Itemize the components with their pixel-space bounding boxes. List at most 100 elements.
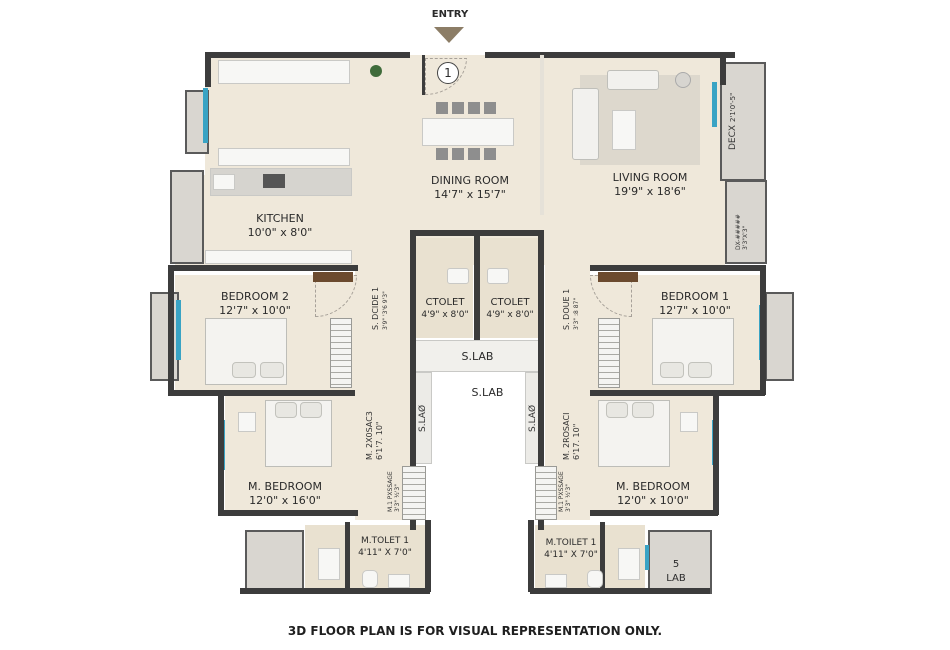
m-passage-right-label: M. 2ROSACI 6'17. 10" (562, 413, 582, 460)
passage-size: 3'3" ½'3" (394, 484, 401, 512)
kitchen-balcony (170, 170, 204, 264)
shower-tray (318, 548, 340, 580)
room-size: 12'0" x 16'0" (249, 494, 321, 507)
deck-small-balcony (725, 180, 767, 264)
armchair (680, 412, 698, 432)
deck-name: DECX (728, 124, 738, 150)
room-sub: LAB (666, 573, 686, 584)
corridor-name: S. DCIDE 1 (371, 286, 380, 330)
dining-chair (468, 102, 480, 114)
dining-chair (468, 148, 480, 160)
toilet-icon (362, 570, 378, 588)
m-passage-left-label: M. 2X0SAC3 6'1'7. 10" (365, 411, 385, 460)
living-rug (580, 75, 700, 165)
pillow (232, 362, 256, 378)
slab5-label: 5 LAB (656, 558, 696, 586)
room-name: KITCHEN (256, 212, 304, 225)
corridor-size: 3'9" '3'6 9'3" (382, 291, 389, 330)
wall (600, 522, 605, 592)
wall (590, 265, 765, 271)
pillow (660, 362, 684, 378)
wardrobe (330, 318, 352, 388)
room-size: 4'11" X 7'0" (544, 550, 598, 560)
dining-chair (484, 148, 496, 160)
passage-size: 3'3" ½'3" (565, 484, 572, 512)
plant-icon (370, 65, 382, 77)
slab-left-label: S.LAØ (418, 404, 428, 432)
stove-icon (263, 174, 285, 188)
passage-name: M.1 PXSSAGE (387, 471, 394, 512)
passage-size: 6'17. 10" (572, 423, 581, 460)
wall (240, 588, 430, 594)
wardrobe (598, 318, 620, 388)
disclaimer-text: 3D FLOOR PLAN IS FOR VISUAL REPRESENTATI… (287, 624, 663, 638)
m-passage-small-right-label: M.1 PXSSAGE 3'3" ½'3" (558, 471, 572, 512)
pillow (606, 402, 628, 418)
room-size: 4'9" x 8'0" (421, 310, 469, 320)
room-name: M.TOLET 1 (361, 536, 409, 546)
room-size: 19'9" x 18'6" (614, 185, 686, 198)
top-counter (218, 60, 350, 84)
room-size: 12'7" x 10'0" (659, 304, 731, 317)
passage-name: M. 2ROSACI (562, 412, 571, 460)
door (598, 272, 638, 282)
window (176, 300, 181, 360)
pillow (632, 402, 654, 418)
room-name: CTOLET (425, 297, 465, 308)
wall (168, 390, 355, 396)
slab-upper-area (415, 340, 542, 372)
sink-icon (545, 574, 567, 588)
sofa (572, 88, 599, 160)
s-doue-right-label: S. DOUE 1 3'3" :8 87" (562, 289, 582, 330)
wardrobe (402, 466, 426, 520)
window (645, 545, 649, 570)
room-size: 4'11" X 7'0" (358, 548, 412, 558)
wall (538, 230, 544, 530)
m-passage-small-left-label: M.1 PXSSAGE 3'3" ½'3" (387, 471, 401, 512)
wall (540, 55, 544, 215)
toilet-icon (587, 570, 603, 588)
door (313, 272, 353, 282)
deck-small-label: DX-##### 3'3"X'3" (735, 214, 749, 250)
mbedroom-left-label: M. BEDROOM 12'0" x 16'0" (230, 480, 340, 508)
room-size: 14'7" x 15'7" (434, 188, 506, 201)
slab-center-label: S.LAB (471, 386, 504, 399)
wall (485, 52, 735, 58)
s-dcide-left-label: S. DCIDE 1 3'9" '3'6 9'3" (371, 287, 391, 330)
sink-icon (213, 174, 235, 190)
sink-icon (388, 574, 410, 588)
room-name: M.TOILET 1 (545, 538, 597, 548)
armchair (238, 412, 256, 432)
wall (590, 390, 765, 396)
room-size: 12'7" x 10'0" (219, 304, 291, 317)
window (712, 82, 717, 127)
mtoilet-left-label: M.TOLET 1 4'11" X 7'0" (350, 535, 420, 559)
room-size: 4'9" x 8'0" (486, 310, 534, 320)
room-name: M. BEDROOM (616, 480, 690, 493)
ctoilet-left-label: CTOLET 4'9" x 8'0" (415, 296, 475, 322)
room-name: DINING ROOM (431, 174, 509, 187)
wall (590, 510, 718, 516)
entry-marker-number: 1 (437, 62, 459, 84)
wall (530, 588, 710, 594)
passage-size: 6'1'7. 10" (375, 421, 384, 460)
living-room-label: LIVING ROOM 19'9" x 18'6" (590, 171, 710, 199)
toilet-icon (447, 268, 469, 284)
toilet-icon (487, 268, 509, 284)
wall (422, 55, 425, 95)
pillow (688, 362, 712, 378)
pillow (300, 402, 322, 418)
sofa (607, 70, 659, 90)
wall (410, 230, 544, 236)
wall (168, 265, 358, 271)
wall (760, 265, 766, 395)
passage-name: M. 2X0SAC3 (365, 411, 374, 460)
deck-small-name: DX-##### (735, 214, 742, 250)
wall (425, 520, 431, 592)
wall (205, 52, 410, 58)
wall (218, 510, 358, 516)
ctoilet-right-floor (480, 238, 538, 338)
entry-label: ENTRY (431, 9, 469, 20)
deck-size: 2'1'0'-5" (729, 92, 737, 123)
kitchen-label: KITCHEN 10'0" x 8'0" (215, 212, 345, 240)
